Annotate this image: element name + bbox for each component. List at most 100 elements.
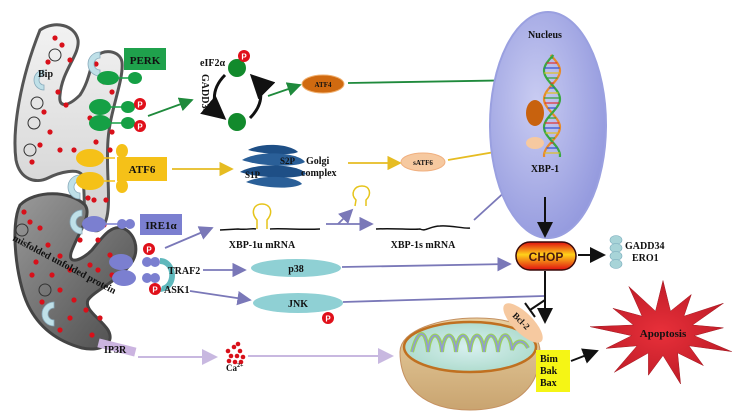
perk-protein <box>97 71 119 85</box>
calcium-branch: IP3R Ca2+ <box>97 338 394 373</box>
chop-node: CHOP GADD34 ERO1 <box>515 235 664 324</box>
calcium-ion <box>225 348 231 354</box>
svg-text:P: P <box>137 123 143 132</box>
ire1-dimer <box>109 254 133 270</box>
er-dot <box>29 159 35 165</box>
phospho-badge: P <box>322 312 334 324</box>
phospho-badge: P <box>134 120 146 132</box>
er-dot <box>71 147 77 153</box>
arrow-perk-eif2a <box>147 97 194 117</box>
excised-intron <box>352 185 371 207</box>
svg-text:P: P <box>241 53 247 62</box>
xbp1s-mrna <box>375 225 471 231</box>
er-dot <box>67 267 73 273</box>
er-dot <box>103 197 109 203</box>
er-dot <box>29 272 35 278</box>
svg-text:P: P <box>325 315 331 324</box>
ask1-label: ASK1 <box>164 285 190 296</box>
bak-label: Bak <box>540 366 558 377</box>
er-dot <box>107 147 113 153</box>
perk-dimer <box>89 99 111 115</box>
er-dot <box>55 89 61 95</box>
atf6-branch: ATF6 S1P S2P Golgi complex sATF6 <box>76 143 520 193</box>
atf4-node <box>301 74 345 94</box>
chop-label: CHOP <box>529 250 564 264</box>
ire1-box <box>140 214 182 235</box>
inhibition-chop-bcl2 <box>524 299 546 318</box>
er-dot <box>67 57 73 63</box>
calcium-ion <box>232 359 238 365</box>
er-dot <box>93 139 99 145</box>
perk-box <box>124 48 166 70</box>
er-dot <box>71 297 77 303</box>
arrow-ask1-jnk <box>189 290 252 306</box>
chop-target-proteins-icon <box>609 235 623 269</box>
bip-chaperone <box>41 301 55 327</box>
golgi-label: Golgi <box>306 156 330 167</box>
svg-text:P: P <box>146 246 152 255</box>
bim-label: Bim <box>540 354 558 365</box>
er-dot <box>89 332 95 338</box>
xbp1u-mrna <box>219 227 321 231</box>
er-dot <box>21 209 27 215</box>
atf6-label: ATF6 <box>129 164 156 176</box>
er-dot <box>95 237 101 243</box>
nucleus: Nucleus XBP-1 <box>489 11 607 239</box>
er-dot <box>109 89 115 95</box>
er-dot <box>67 315 73 321</box>
atf4-label: ATF4 <box>315 81 332 89</box>
ip3r-channel <box>97 338 137 357</box>
nucleus-label: Nucleus <box>528 30 562 41</box>
calcium-ion <box>226 358 232 364</box>
er-dot <box>45 242 51 248</box>
gadd34-cycle-arrow <box>200 73 227 120</box>
ire1-branch: IRE1α P P TRAF2 ASK1 XBP-1u mRNA XBP-1s … <box>82 176 545 324</box>
calcium-ion <box>235 341 241 347</box>
er-dot <box>83 307 89 313</box>
er-dot <box>87 262 93 268</box>
phospho-badge: P <box>134 98 146 110</box>
calcium-ion <box>234 353 240 359</box>
svg-text:P: P <box>152 286 158 295</box>
xbp1u-intron-loop <box>252 203 272 229</box>
jnk-label: JNK <box>288 299 308 310</box>
er-dot <box>63 102 69 108</box>
calcium-ion <box>238 359 244 365</box>
apoptosis-label: Apoptosis <box>640 328 687 340</box>
s2p-label: S2P <box>280 156 296 166</box>
er-dot <box>91 197 97 203</box>
bip-chaperone <box>69 209 83 235</box>
xbp1u-label: XBP-1u mRNA <box>229 240 296 251</box>
er-dot <box>77 237 83 243</box>
xbp1-label: XBP-1 <box>531 164 559 175</box>
er-dot <box>93 61 99 67</box>
calcium-ion <box>231 344 237 350</box>
calcium-ion <box>237 348 243 354</box>
jnk-node <box>253 293 343 313</box>
er-dot <box>57 147 63 153</box>
satf6-node <box>400 152 446 172</box>
er-dot <box>41 109 47 115</box>
bip-label: Bip <box>38 69 53 80</box>
calcium-ion <box>228 353 234 359</box>
phospho-badge: P <box>143 243 155 255</box>
bip-chaperone: Bip <box>33 69 53 91</box>
er-dot <box>57 327 63 333</box>
golgi-complex-label: complex <box>301 168 337 179</box>
ire1-label: IRE1α <box>145 220 177 232</box>
er-dot <box>107 252 113 258</box>
eif2a-dephosphorylated <box>228 113 246 131</box>
dna-strand <box>542 54 562 158</box>
p38-node <box>251 259 341 277</box>
line-jnk-bcl2 <box>342 295 545 303</box>
er-dot <box>39 299 45 305</box>
er-dot <box>57 287 63 293</box>
xbp1s-label: XBP-1s mRNA <box>391 240 456 251</box>
satf6-label: sATF6 <box>413 159 433 167</box>
er-dot <box>45 59 51 65</box>
calcium-label: Ca2+ <box>226 363 244 373</box>
dna-helix-icon <box>542 54 562 158</box>
dna-strand <box>542 54 562 158</box>
nucleus-body <box>489 11 607 239</box>
